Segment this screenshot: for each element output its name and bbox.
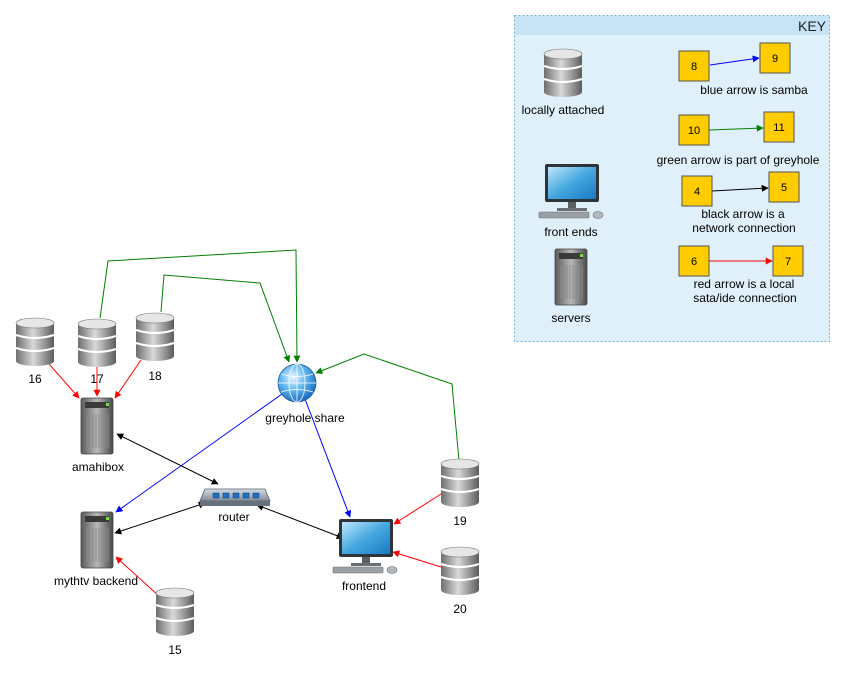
key-box-10-label: 10 [688, 125, 700, 137]
edge-disk18-amahibox [114, 359, 142, 399]
disk-icon [77, 318, 117, 368]
node-frontend[interactable]: frontend [332, 518, 398, 593]
key-label-front-ends: front ends [544, 225, 597, 239]
disk19-label: 19 [453, 514, 467, 528]
connectors [48, 249, 460, 598]
node-disk19[interactable]: 19 [440, 458, 480, 528]
key-label-servers: servers [551, 311, 590, 325]
disk18-label: 18 [148, 369, 162, 383]
edge-disk15-mythtv [115, 556, 161, 598]
key-box-4-label: 4 [694, 186, 700, 198]
node-router[interactable]: router [199, 488, 271, 524]
amahibox-label: amahibox [72, 460, 124, 474]
key-box-10 [678, 114, 710, 146]
key-disk-icon [543, 48, 583, 98]
key-network-desc-line1: black arrow is a [701, 207, 785, 221]
node-disk17[interactable]: 17 [77, 318, 117, 386]
server-icon [80, 397, 114, 455]
key-server-icon [554, 248, 588, 306]
key-network-desc-line2: network connection [692, 221, 795, 235]
server-icon [80, 511, 114, 569]
edge-router-frontend [256, 503, 344, 540]
key-panel-header [515, 16, 829, 35]
key-example-greyhole: 10 11 green arrow is part of greyhole [657, 111, 820, 167]
edge-disk17-greyhole [99, 249, 301, 363]
edge-mythtv-router [114, 501, 206, 535]
greyhole-label: greyhole share [265, 411, 345, 425]
node-mythtv[interactable]: mythtv backend [54, 511, 138, 588]
edge-greyhole-frontend [304, 398, 352, 518]
key-greyhole-desc: green arrow is part of greyhole [657, 153, 820, 167]
disk-icon [155, 587, 195, 637]
edge-disk20-frontend [392, 550, 442, 568]
disk20-label: 20 [453, 602, 467, 616]
key-local-desc-line2: sata/ide connection [693, 291, 796, 305]
edge-disk19-greyhole [315, 353, 460, 462]
key-network-arrow [711, 184, 769, 192]
key-box-4 [681, 175, 713, 207]
edge-disk16-amahibox [48, 363, 80, 399]
key-box-5 [768, 171, 800, 203]
node-disk15[interactable]: 15 [155, 587, 195, 657]
disk-icon [135, 312, 175, 362]
disk-icon [440, 458, 480, 508]
disk16-label: 16 [28, 372, 42, 386]
key-example-local: 6 7 red arrow is a local sata/ide connec… [678, 245, 804, 305]
frontend-label: frontend [342, 579, 386, 593]
key-box-7 [772, 245, 804, 277]
node-disk16[interactable]: 16 [15, 317, 55, 386]
key-title: KEY [798, 18, 827, 34]
key-example-samba: 8 9 blue arrow is samba [678, 42, 808, 97]
key-local-desc-line1: red arrow is a local [694, 277, 795, 291]
key-box-11 [763, 111, 795, 143]
disk-icon [15, 317, 55, 367]
key-box-7-label: 7 [785, 256, 791, 268]
key-box-6 [678, 245, 710, 277]
key-box-8-label: 8 [691, 61, 697, 73]
key-box-6-label: 6 [691, 256, 697, 268]
mythtv-label: mythtv backend [54, 574, 138, 588]
key-box-9-label: 9 [772, 53, 778, 65]
edge-amahibox-router [116, 433, 219, 485]
edge-disk19-frontend [393, 493, 442, 525]
key-box-11-label: 11 [773, 122, 784, 134]
key-panel: KEY locally attached front ends servers … [514, 15, 830, 342]
monitor-icon [332, 518, 398, 574]
disk-icon [440, 546, 480, 596]
disk17-label: 17 [90, 372, 104, 386]
key-samba-arrow [709, 55, 760, 66]
key-box-5-label: 5 [781, 182, 787, 194]
key-label-locally-attached: locally attached [522, 103, 605, 117]
edge-disk18-greyhole [160, 274, 291, 363]
router-icon [199, 488, 271, 507]
key-samba-desc: blue arrow is samba [700, 83, 808, 97]
key-box-9 [759, 42, 791, 74]
node-amahibox[interactable]: amahibox [72, 397, 124, 474]
node-disk18[interactable]: 18 [135, 312, 175, 383]
key-example-network: 4 5 black arrow is a network connection [681, 171, 800, 235]
node-greyhole[interactable]: greyhole share [265, 363, 345, 425]
disk15-label: 15 [168, 643, 182, 657]
key-greyhole-arrow [708, 124, 764, 132]
key-box-8 [678, 50, 710, 82]
router-label: router [218, 510, 249, 524]
node-disk20[interactable]: 20 [440, 546, 480, 616]
globe-icon [277, 363, 317, 403]
